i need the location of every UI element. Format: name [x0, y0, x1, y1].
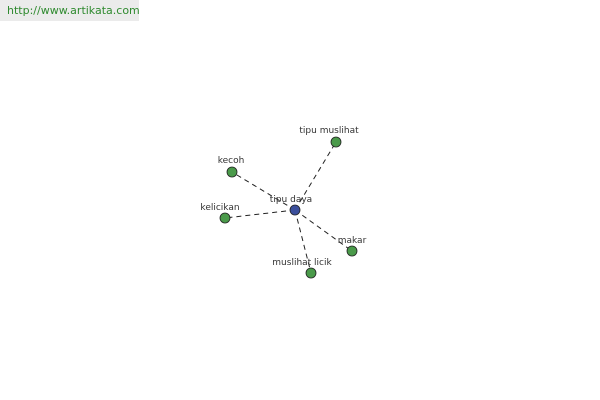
node-muslihat-licik[interactable]	[305, 267, 317, 279]
node-kelicikan[interactable]	[219, 212, 231, 224]
label-kelicikan: kelicikan	[200, 203, 239, 213]
node-center[interactable]	[289, 204, 301, 216]
label-kecoh: kecoh	[218, 156, 245, 166]
label-tipu-muslihat: tipu muslihat	[299, 126, 359, 136]
label-muslihat-licik: muslihat licik	[272, 258, 332, 268]
node-makar[interactable]	[346, 245, 358, 257]
edge-muslihat-licik	[294, 209, 312, 274]
source-url-link[interactable]: http://www.artikata.com	[7, 4, 140, 17]
label-center: tipu daya	[270, 195, 312, 205]
source-banner: http://www.artikata.com	[0, 0, 140, 21]
edge-tipu-muslihat	[294, 141, 337, 211]
node-tipu-muslihat[interactable]	[330, 136, 342, 148]
edge-kecoh	[231, 171, 296, 211]
label-makar: makar	[338, 236, 367, 246]
edge-makar	[294, 209, 353, 252]
node-kecoh[interactable]	[226, 166, 238, 178]
edge-kelicikan	[224, 209, 296, 219]
